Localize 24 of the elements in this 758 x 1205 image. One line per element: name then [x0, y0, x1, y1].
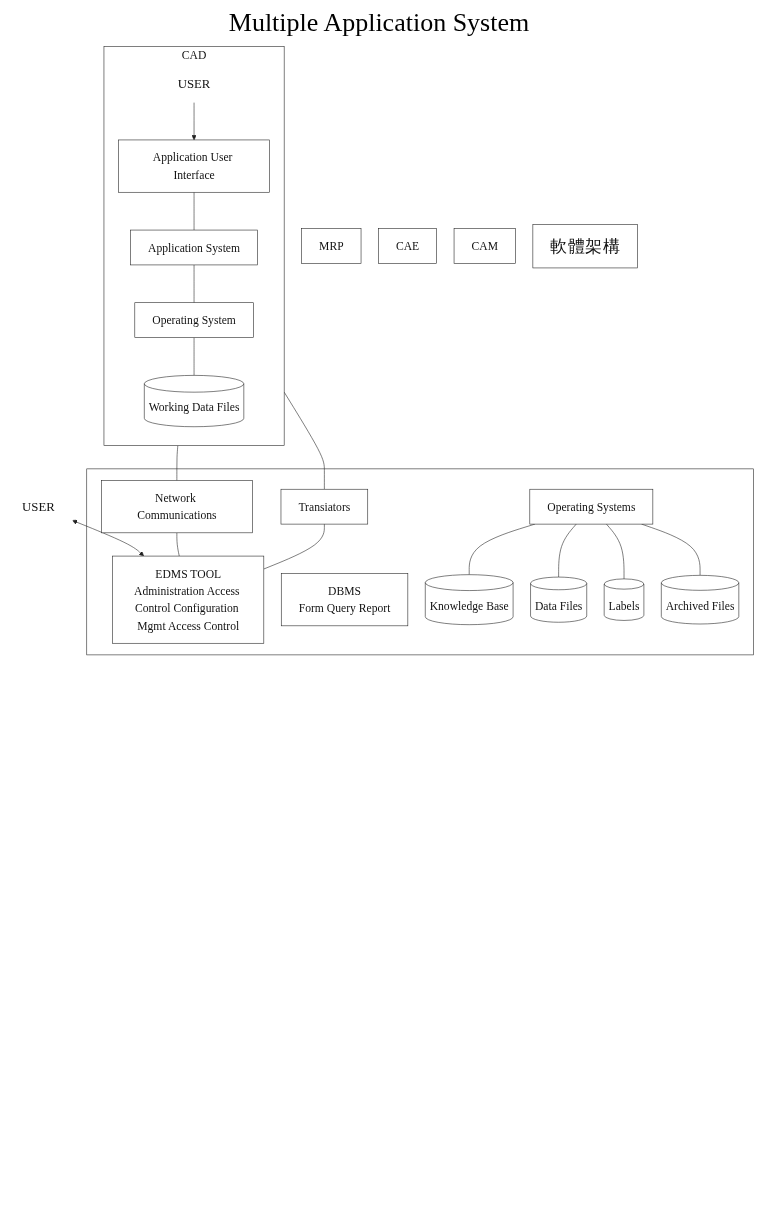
- connector: [558, 523, 577, 578]
- node-box: DBMS Form Query Report: [280, 573, 409, 627]
- node-box: Network Communications: [101, 480, 253, 534]
- connector: [193, 337, 195, 376]
- connector: [283, 391, 325, 490]
- cluster: [86, 468, 754, 656]
- node-box: CAM: [453, 228, 516, 264]
- node-box: Application User Interface: [118, 139, 270, 193]
- connector: [193, 192, 195, 231]
- node-box: EDMS TOOL Administration Access Control Configuration Mgmt Access Control: [112, 555, 265, 644]
- node-box: Operating System: [134, 302, 254, 338]
- node-box: 軟體架構: [532, 224, 638, 269]
- connector: [193, 264, 195, 303]
- node-text: USER: [22, 499, 55, 514]
- node-box: Operating Systems: [529, 488, 654, 525]
- connector: [263, 523, 325, 570]
- node-text: USER: [177, 76, 211, 92]
- node-box: Transiators: [280, 488, 369, 525]
- node-box: Application System: [130, 229, 258, 266]
- connector: [176, 445, 179, 481]
- node-box: MRP: [301, 228, 362, 264]
- diagram-title: Multiple Application System: [227, 8, 531, 38]
- node-box: CAE: [378, 228, 437, 264]
- connector: [606, 523, 625, 580]
